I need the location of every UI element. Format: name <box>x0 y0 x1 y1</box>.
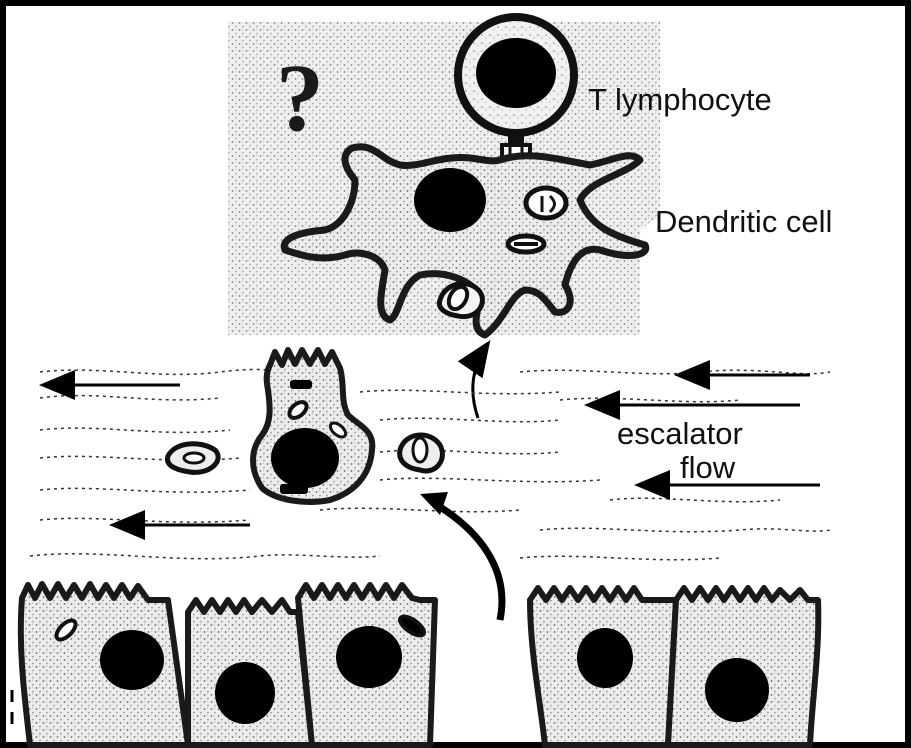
nucleus-5 <box>705 658 769 722</box>
antigen-vesicle <box>439 284 482 317</box>
escalator-label: escalator <box>617 418 743 449</box>
t-lymphocyte-label: T lymphocyte <box>588 84 772 115</box>
question-mark: ? <box>276 50 324 146</box>
nucleus-3 <box>336 626 402 688</box>
dendritic-vesicle-1 <box>526 188 566 218</box>
dendritic-cell-label: Dendritic cell <box>655 206 832 237</box>
t-lymphocyte-nucleus <box>476 38 556 108</box>
nucleus-1 <box>100 630 164 690</box>
flow-label: flow <box>680 452 735 483</box>
nucleus-4 <box>577 628 633 688</box>
debris-particle-right <box>400 435 443 471</box>
dendritic-cell-nucleus <box>414 168 486 232</box>
detached-cell-nucleus <box>271 428 339 488</box>
debris-particle-left <box>167 444 218 473</box>
nucleus-2 <box>215 662 275 724</box>
